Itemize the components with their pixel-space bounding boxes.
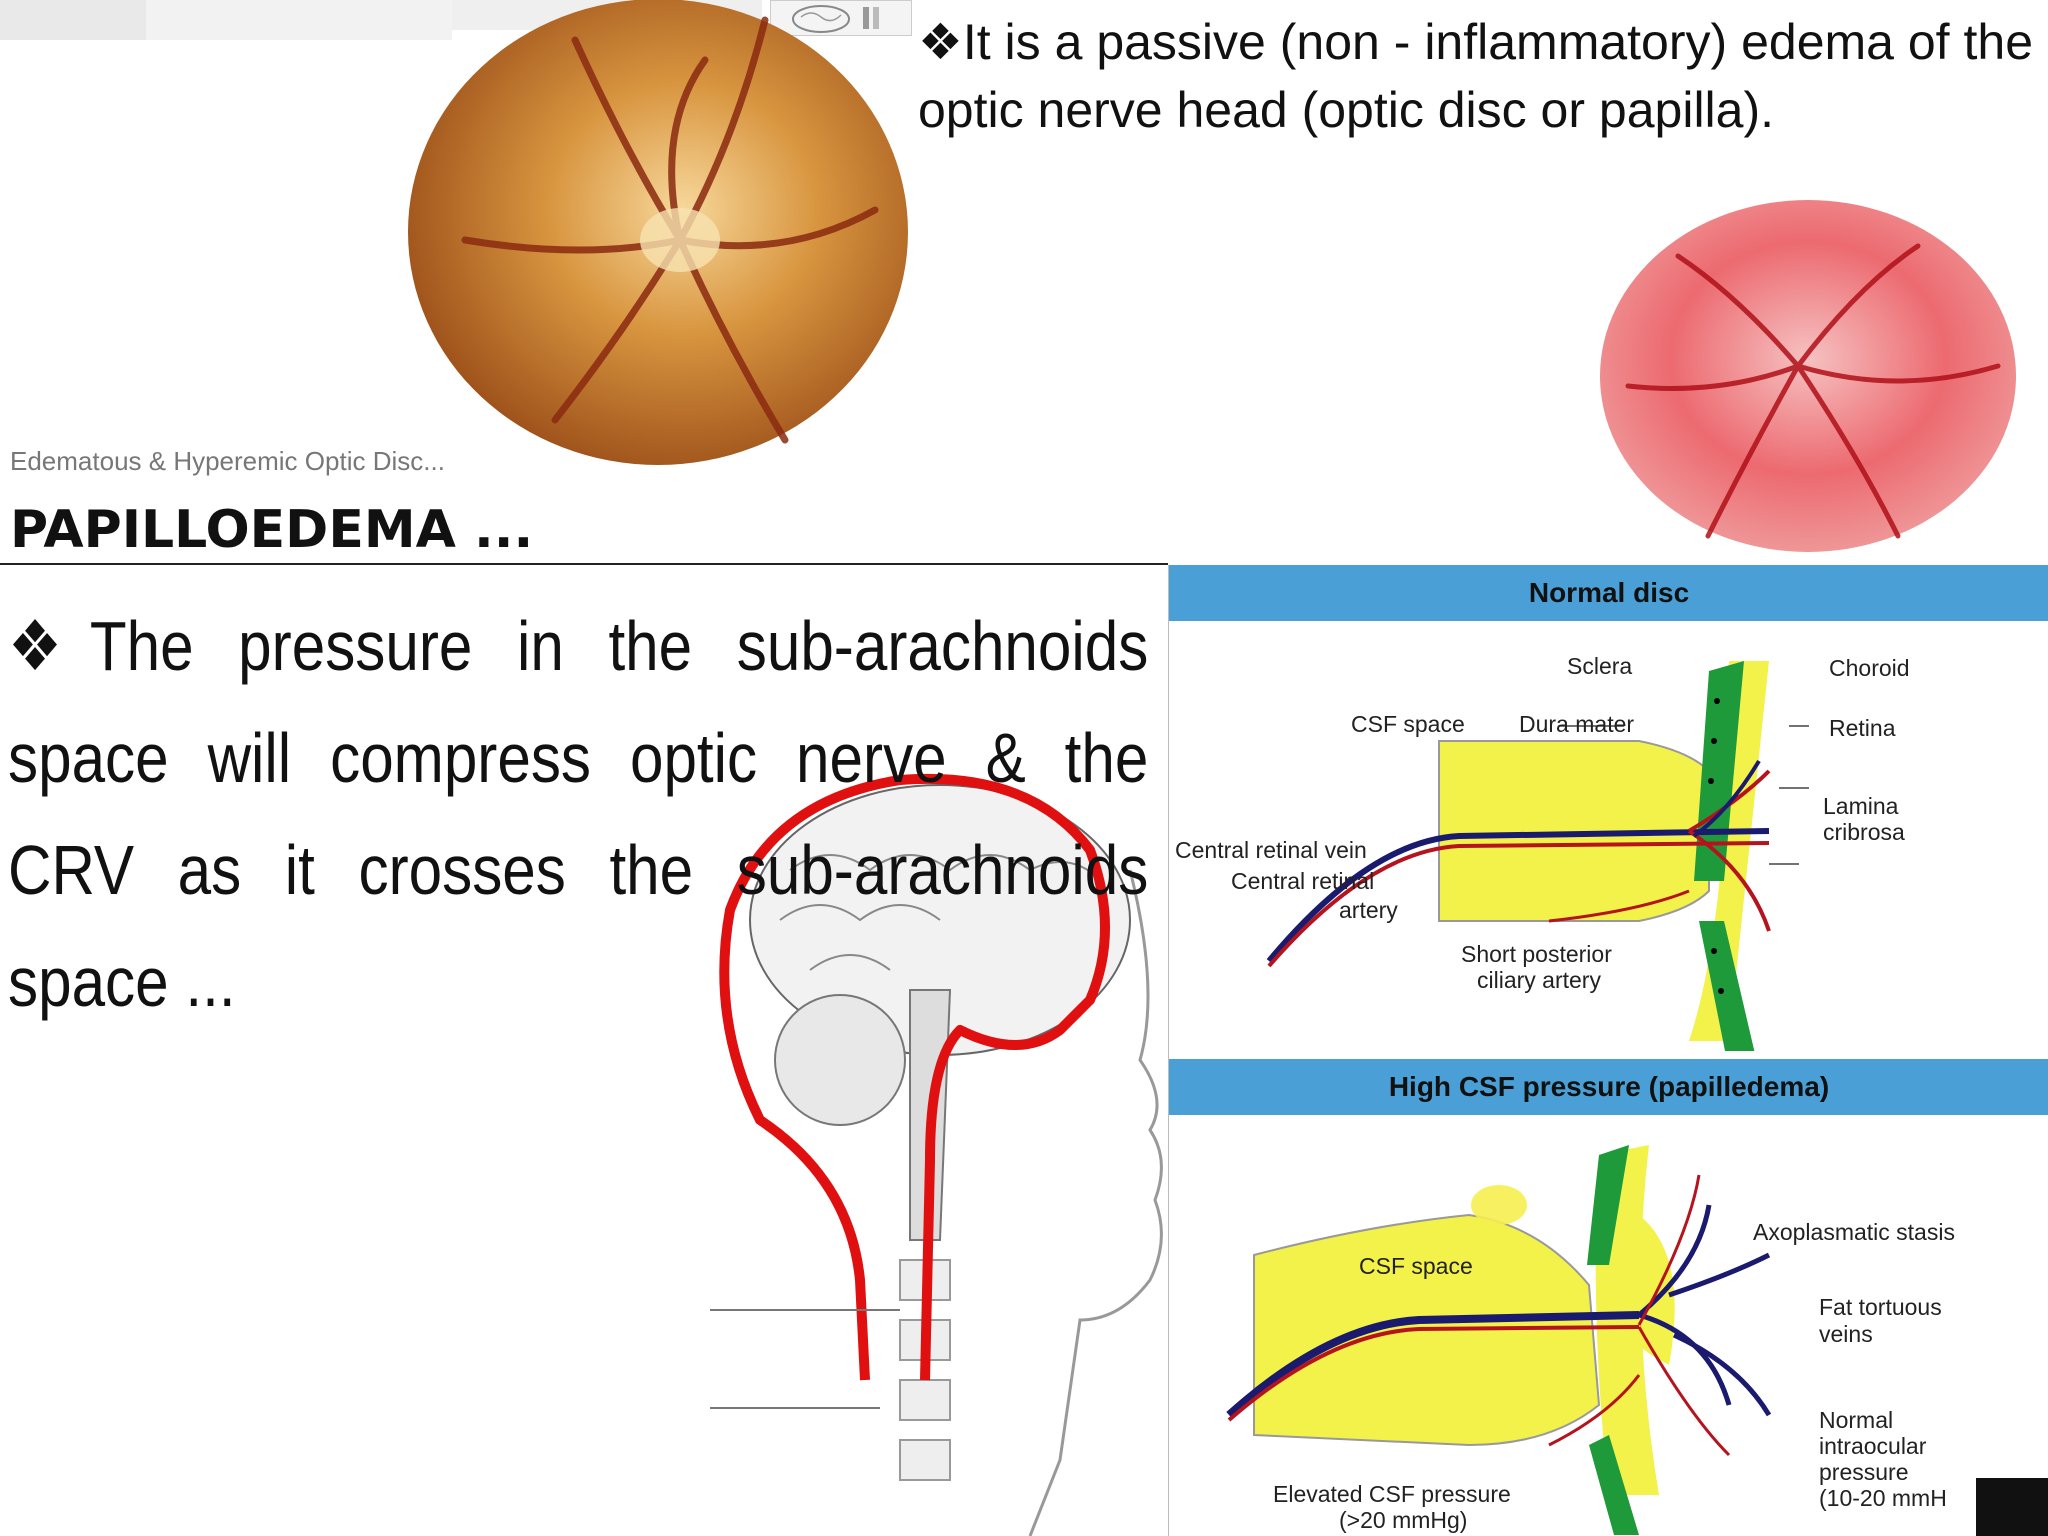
label-short-posterior-1: Short posterior: [1461, 941, 1612, 967]
brain-thumbnail: [770, 0, 912, 36]
label-csf-space-high: CSF space: [1359, 1253, 1473, 1279]
corner-overlay: [1976, 1478, 2048, 1536]
label-normal-iop-1: Normal: [1819, 1407, 1894, 1433]
label-fat-tortuous-2: veins: [1819, 1321, 1873, 1347]
brain-thumbnail-icon: [792, 5, 879, 33]
label-retina: Retina: [1829, 715, 1896, 741]
high-csf-header: High CSF pressure (papilledema): [1169, 1059, 2048, 1115]
top-strip-mid: [146, 0, 452, 40]
fundus-photo-edematous: [408, 0, 908, 465]
label-short-posterior-2: ciliary artery: [1477, 967, 1601, 993]
slide-title: PAPILLOEDEMA ...: [10, 500, 534, 560]
papilledema-drawing: [1226, 1145, 1772, 1535]
normal-disc-drawing: [1266, 661, 1809, 1051]
label-central-retinal-artery-2: artery: [1339, 897, 1398, 923]
label-central-retinal-vein: Central retinal vein: [1175, 837, 1367, 863]
label-fat-tortuous-1: Fat tortuous: [1819, 1294, 1942, 1320]
bullet-icon: ❖: [918, 13, 963, 71]
cursor-highlight: [1471, 1185, 1527, 1225]
label-normal-iop-3: pressure: [1819, 1459, 1909, 1485]
normal-disc-header: Normal disc: [1169, 565, 2048, 621]
label-normal-iop-4: (10-20 mmH: [1819, 1485, 1947, 1511]
label-axoplasmatic-stasis: Axoplasmatic stasis: [1753, 1219, 1955, 1245]
bullet-icon: ❖: [8, 605, 90, 687]
main-bullet-content: The pressure in the sub-arachnoids space…: [8, 607, 1149, 1021]
optic-disc-diagram: Normal disc Sclera Choroid CSF space Dur…: [1168, 565, 2048, 1536]
high-csf-title: High CSF pressure (papilledema): [1388, 1071, 1830, 1102]
label-choroid: Choroid: [1829, 655, 1910, 681]
label-elevated-csf-1: Elevated CSF pressure: [1273, 1481, 1511, 1507]
label-sclera: Sclera: [1567, 653, 1633, 679]
top-bullet-text: ❖It is a passive (non - inflammatory) ed…: [918, 8, 2033, 144]
head-sagittal-illustration: [710, 773, 1163, 1536]
top-strip-left: [0, 0, 146, 40]
label-lamina: Lamina: [1823, 793, 1899, 819]
fundus-photo-hyperemic: [1600, 200, 2016, 552]
label-dura-mater: Dura mater: [1519, 711, 1635, 737]
image-caption: Edematous & Hyperemic Optic Disc...: [10, 446, 445, 476]
label-elevated-csf-2: (>20 mmHg): [1339, 1507, 1468, 1533]
main-bullet-text: ❖The pressure in the sub-arachnoids spac…: [8, 590, 1148, 1038]
label-csf-space: CSF space: [1351, 711, 1465, 737]
normal-disc-title: Normal disc: [1528, 577, 1690, 608]
divider: [0, 563, 1168, 565]
label-normal-iop-2: intraocular: [1819, 1433, 1927, 1459]
label-central-retinal-artery-1: Central retinal: [1231, 868, 1375, 894]
label-cribrosa: cribrosa: [1823, 819, 1905, 845]
top-bullet-content: It is a passive (non - inflammatory) ede…: [918, 14, 2033, 138]
